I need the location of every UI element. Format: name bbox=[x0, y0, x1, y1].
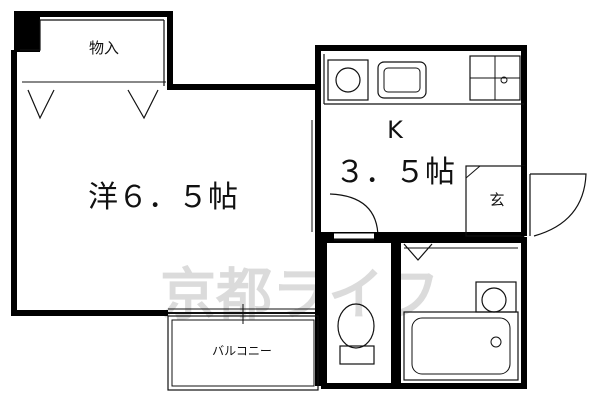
kitchen-size-label: ３．５帖 bbox=[335, 155, 455, 190]
storage-corner-wall bbox=[14, 14, 40, 52]
washbasin bbox=[481, 287, 507, 313]
toilet-room bbox=[321, 233, 397, 389]
bathtub bbox=[403, 311, 519, 381]
storage-door-left-mark bbox=[27, 89, 55, 120]
storage-inner-line bbox=[20, 19, 164, 51]
balcony-label: バルコニー bbox=[212, 344, 272, 358]
balcony: バルコニー bbox=[167, 315, 319, 391]
western-room-label: 洋６．５帖 bbox=[88, 180, 238, 215]
kitchen-outer-wall bbox=[315, 45, 527, 166]
bathroom-walls bbox=[395, 237, 527, 389]
appliance-box bbox=[327, 59, 369, 101]
kitchen-letter: K bbox=[387, 116, 404, 144]
toilet-bowl bbox=[337, 303, 375, 349]
balcony-inner bbox=[171, 319, 315, 387]
toilet-tank bbox=[339, 345, 375, 365]
balcony-outline bbox=[167, 315, 319, 391]
storage-closet: 物入 bbox=[14, 11, 173, 120]
stove-burner bbox=[500, 76, 508, 84]
sink-icon bbox=[377, 61, 427, 99]
bathtub-inner bbox=[411, 317, 511, 375]
bathroom bbox=[395, 237, 527, 389]
sink-basin bbox=[383, 67, 421, 93]
entrance-label: 玄 bbox=[489, 191, 504, 209]
storage-outer-wall bbox=[14, 11, 173, 90]
appliance-round bbox=[335, 67, 361, 93]
entrance-area: 玄 bbox=[465, 165, 587, 237]
kitchen-door-swing bbox=[329, 193, 379, 239]
western-room: 洋６．５帖 bbox=[11, 50, 318, 324]
storage-label: 物入 bbox=[89, 39, 119, 57]
entrance-chamfer bbox=[465, 165, 481, 179]
bathroom-door-mark bbox=[403, 243, 433, 261]
bathtub-drain bbox=[490, 336, 502, 348]
entrance-door-swing bbox=[530, 173, 587, 237]
kitchen-area: K ３．５帖 bbox=[311, 45, 527, 386]
storage-door-right-mark bbox=[127, 89, 159, 120]
